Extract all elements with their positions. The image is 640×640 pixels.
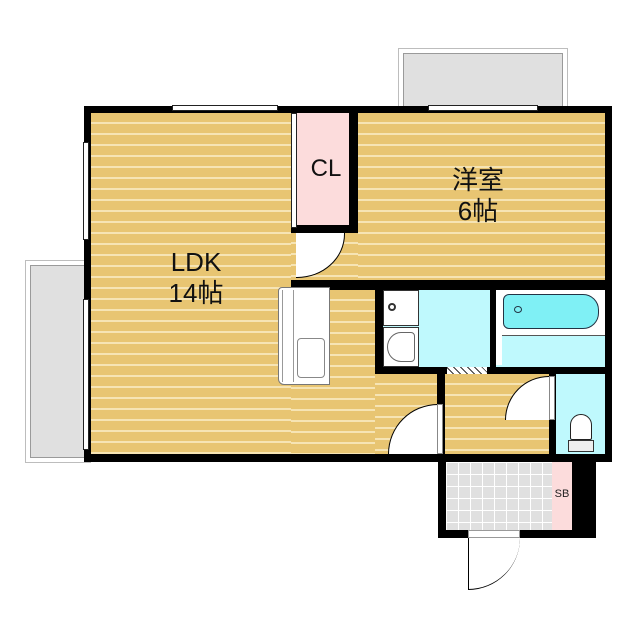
window-ldk-left-upper[interactable]: [83, 142, 89, 240]
drain-icon: [388, 303, 396, 311]
ldk-floor: [91, 113, 291, 454]
western-room-floor: [358, 113, 605, 280]
balcony-left: [30, 265, 86, 458]
western-room-size: 6帖: [457, 196, 499, 226]
closet: [297, 113, 349, 225]
ldk-room-name: LDK: [170, 247, 222, 277]
entrance-door-swing[interactable]: [468, 538, 520, 590]
bathtub: [503, 294, 599, 329]
washing-machine-space: [383, 290, 419, 326]
toilet-icon: [570, 414, 592, 440]
balcony-top: [403, 53, 563, 111]
ldk-door[interactable]: [437, 404, 443, 454]
shoe-box: [552, 462, 572, 530]
toilet-tank: [568, 440, 594, 452]
toilet-door[interactable]: [549, 376, 555, 420]
window-ldk-top[interactable]: [172, 105, 278, 111]
western-room-name: 洋室: [451, 165, 504, 195]
shoe-box-label: SB: [554, 488, 570, 500]
bathroom-door[interactable]: [496, 335, 502, 365]
sink-icon: [297, 338, 325, 378]
entrance-door-opening: [468, 530, 520, 538]
wash-basin: [383, 327, 419, 367]
window-western-top[interactable]: [428, 105, 538, 111]
closet-label: CL: [310, 155, 342, 182]
hallway-vent: [447, 367, 487, 374]
kitchen-counter: [278, 287, 330, 385]
window-ldk-left-lower[interactable]: [83, 299, 89, 450]
ldk-room-size: 14帖: [168, 278, 224, 308]
closet-door[interactable]: [291, 113, 297, 228]
entrance-tile: [446, 462, 552, 530]
